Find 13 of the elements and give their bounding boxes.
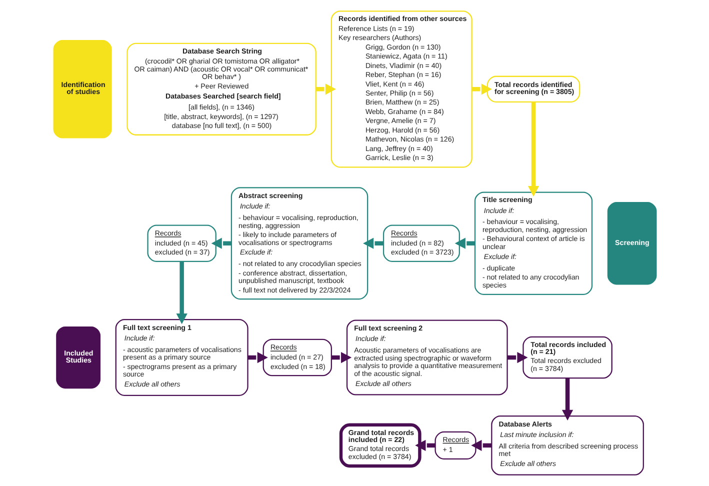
arrow <box>362 238 384 249</box>
arrow <box>247 352 268 364</box>
arrow <box>176 262 187 324</box>
arrow <box>527 102 539 197</box>
arrow <box>330 352 352 364</box>
arrow <box>470 440 492 451</box>
arrow <box>315 84 336 95</box>
arrow <box>454 238 474 249</box>
arrow <box>210 238 231 249</box>
arrow <box>561 378 573 420</box>
arrow <box>506 352 528 364</box>
arrow <box>471 84 492 95</box>
arrow <box>414 440 435 451</box>
